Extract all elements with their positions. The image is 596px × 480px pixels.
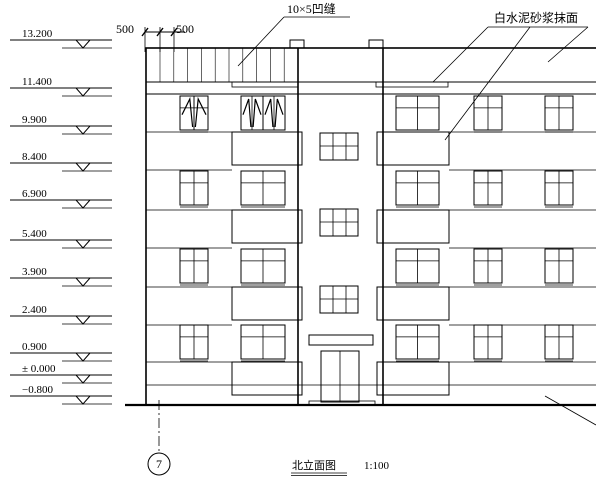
level-value: 9.900 (22, 114, 47, 126)
axis-number: 7 (156, 457, 162, 471)
window (544, 324, 574, 362)
window (544, 95, 574, 133)
level-mark: ± 0.000 (10, 363, 112, 384)
window (395, 95, 440, 133)
window (473, 248, 503, 286)
window (473, 95, 503, 133)
level-mark: 13.200 (10, 28, 112, 49)
window (395, 324, 440, 362)
window-open (262, 95, 286, 133)
level-value: 5.400 (22, 228, 47, 240)
level-mark: 11.400 (10, 76, 112, 97)
level-value: 2.400 (22, 304, 47, 316)
level-mark: 8.400 (10, 151, 112, 172)
window (240, 324, 286, 362)
building-facade (125, 39, 596, 426)
finish-note: 白水泥砂浆抹面 (494, 10, 578, 25)
window (240, 248, 286, 286)
stair-window (319, 285, 359, 314)
window (473, 324, 503, 362)
groove-annotation: 10×5凹缝 (237, 1, 350, 67)
stair-window (319, 132, 359, 161)
window (544, 248, 574, 286)
window-open (240, 95, 264, 133)
window (240, 170, 286, 208)
drawing-title: 北立面图 1:100 (291, 458, 390, 476)
dim-label-right: 500 (176, 22, 194, 36)
window (395, 170, 440, 208)
scale-text: 1:100 (364, 460, 390, 472)
window-open (179, 95, 209, 133)
axis-marker: 7 (147, 400, 171, 476)
level-value: 6.900 (22, 188, 47, 200)
window (179, 324, 209, 362)
groove-note: 10×5凹缝 (287, 1, 336, 16)
title-text: 北立面图 (292, 458, 336, 472)
level-mark: 3.900 (10, 266, 112, 287)
dimension-annotation: 500 500 (116, 22, 194, 52)
level-mark: 6.900 (10, 188, 112, 209)
entrance-door (320, 350, 360, 403)
level-mark: 0.900 (10, 341, 112, 362)
window (473, 170, 503, 208)
level-mark: 2.400 (10, 304, 112, 325)
level-value: 11.400 (22, 76, 52, 88)
level-mark: 5.400 (10, 228, 112, 249)
window (179, 248, 209, 286)
level-value: ± 0.000 (22, 363, 56, 375)
level-mark: −0.800 (10, 384, 112, 405)
level-value: 8.400 (22, 151, 47, 163)
window (179, 170, 209, 208)
window (544, 170, 574, 208)
elevation-levels: 13.200 11.400 9.900 8.400 6.900 5.400 3.900 2.4… (10, 28, 112, 405)
dim-label-left: 500 (116, 22, 134, 36)
level-value: −0.800 (22, 384, 53, 396)
level-mark: 9.900 (10, 114, 112, 135)
level-value: 0.900 (22, 341, 47, 353)
level-value: 13.200 (22, 28, 53, 40)
level-value: 3.900 (22, 266, 47, 278)
window (395, 248, 440, 286)
stair-window (319, 208, 359, 237)
finish-annotation: 白水泥砂浆抹面 (432, 10, 589, 141)
